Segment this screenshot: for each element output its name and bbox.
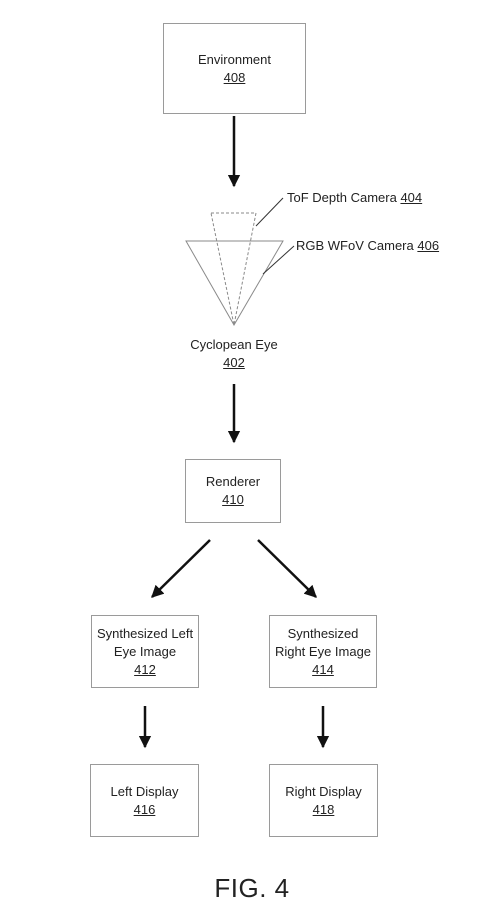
rgb-camera-ref: 406	[417, 238, 440, 253]
tof-camera-cone	[210, 212, 257, 326]
tof-leader-line	[255, 197, 284, 227]
left-eye-image-ref: 412	[134, 661, 156, 677]
right-display-ref: 418	[312, 801, 335, 817]
cyclopean-eye-text: Cyclopean Eye	[190, 337, 278, 352]
right-eye-image-line1: Synthesized	[287, 625, 359, 641]
cyclopean-eye-label: Cyclopean Eye 402	[174, 336, 294, 372]
rgb-leader-line	[262, 245, 295, 275]
rgb-camera-cone	[185, 240, 284, 326]
left-display-label: Left Display	[110, 783, 179, 799]
left-display-box: Left Display 416	[90, 764, 199, 837]
right-eye-image-ref: 414	[312, 661, 334, 677]
arrow-renderer-to-left	[151, 539, 211, 598]
renderer-label: Renderer	[205, 474, 261, 489]
right-eye-image-line2: Right Eye Image	[274, 643, 372, 659]
environment-label: Environment	[198, 51, 271, 67]
tof-camera-label: ToF Depth Camera 404	[287, 189, 422, 207]
rgb-camera-text: RGB WFoV Camera	[296, 238, 414, 253]
left-eye-image-line2: Eye Image	[113, 643, 177, 659]
right-display-box: Right Display 418	[269, 764, 378, 837]
figure-caption: FIG. 4	[214, 873, 290, 903]
left-eye-image-line1: Synthesized Left	[96, 625, 194, 641]
rgb-camera-label: RGB WFoV Camera 406	[296, 237, 439, 255]
environment-ref: 408	[223, 69, 246, 85]
arrow-renderer-to-right	[257, 539, 317, 598]
left-eye-image-box: Synthesized Left Eye Image 412	[91, 615, 199, 688]
cyclopean-eye-ref: 402	[223, 355, 245, 370]
right-eye-image-box: Synthesized Right Eye Image 414	[269, 615, 377, 688]
tof-camera-text: ToF Depth Camera	[287, 190, 397, 205]
left-display-ref: 416	[133, 801, 156, 817]
renderer-ref: 410	[222, 492, 244, 507]
tof-camera-ref: 404	[400, 190, 423, 205]
right-display-label: Right Display	[285, 783, 362, 799]
renderer-box: Renderer 410	[185, 459, 281, 523]
environment-box: Environment 408	[163, 23, 306, 114]
